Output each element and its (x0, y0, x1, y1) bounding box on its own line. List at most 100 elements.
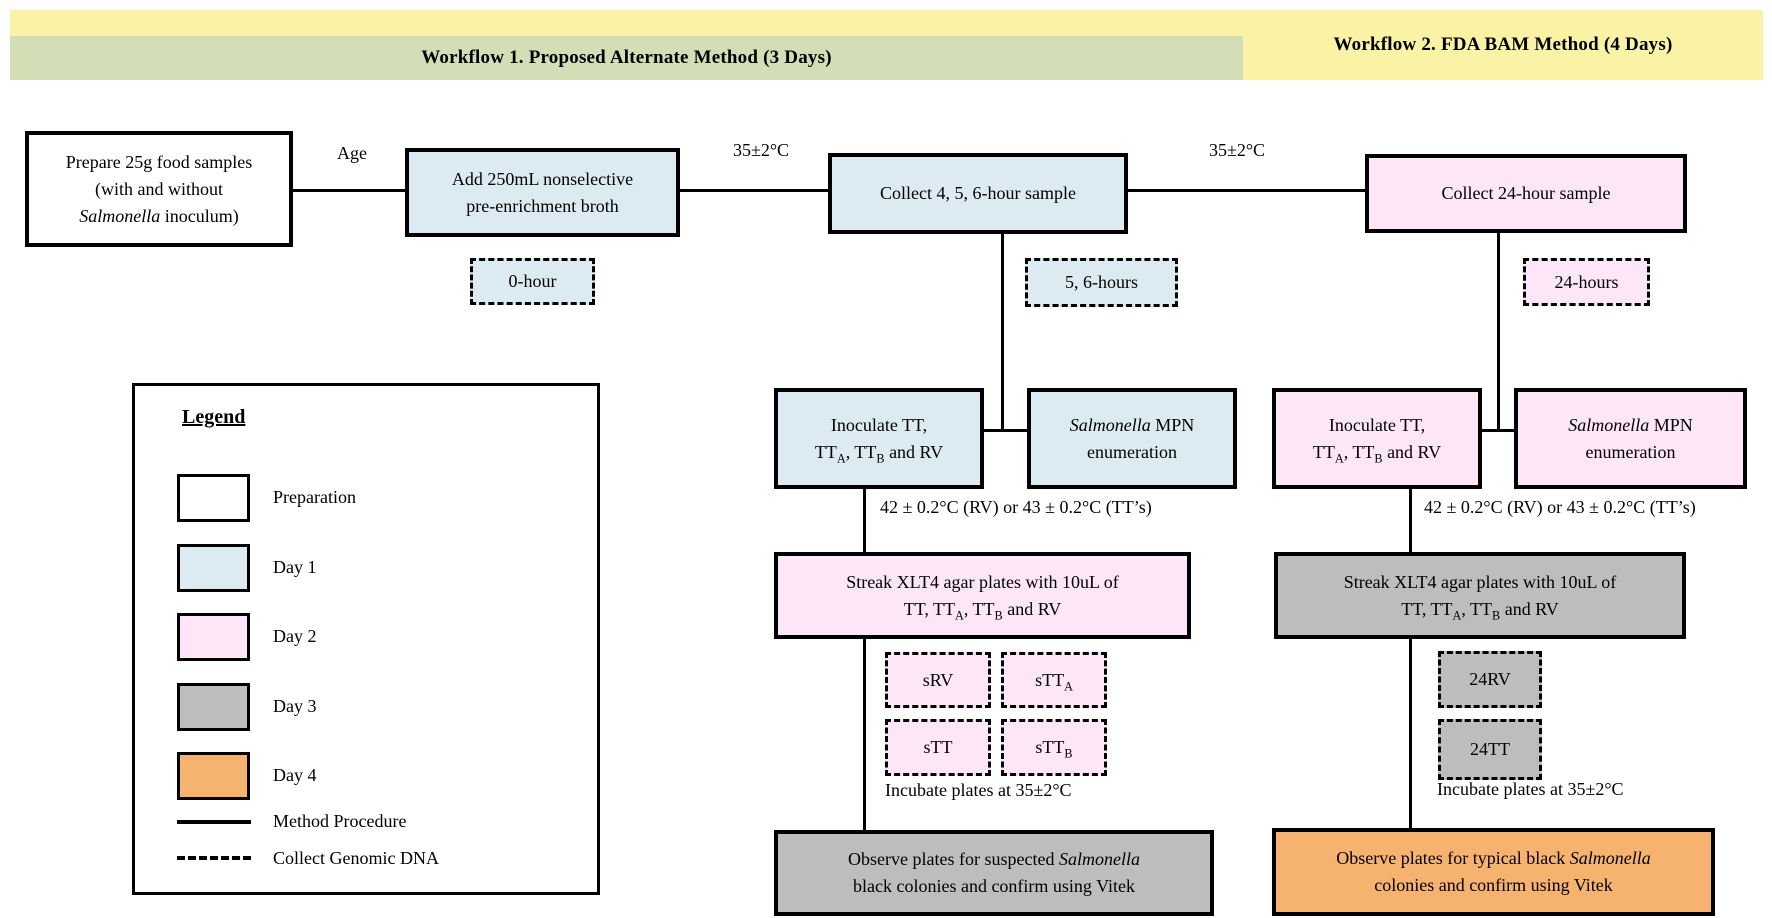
temp-42-label-wf2: 42 ± 0.2°C (RV) or 43 ± 0.2°C (TT’s) (1424, 497, 1696, 517)
workflow1-header-band: Workflow 1. Proposed Alternate Method (3… (10, 36, 1243, 80)
text-segment: Salmonella (1069, 414, 1151, 435)
text-line: pre-enrichment broth (466, 195, 619, 216)
text-segment: Observe plates for suspected (848, 849, 1059, 869)
flow-box-mpn-wf2: Salmonella MPN enumeration (1514, 388, 1747, 489)
text-line: sTTA (1035, 669, 1073, 693)
legend-swatch-day1 (177, 544, 250, 592)
text-segment: , TT (1343, 441, 1375, 462)
text-line: Add 250mL nonselective (451, 168, 634, 189)
dna-plate-box-24tt: 24TT (1438, 719, 1542, 780)
text-line: sTT (923, 737, 953, 757)
dna-plate-box-stta: sTTA (1001, 652, 1107, 708)
text-line: TTA, TTB and RV (815, 439, 943, 466)
text-line: 24TT (1470, 739, 1510, 759)
text-line: Collect 24-hour sample (1441, 183, 1611, 203)
connector-inoculate1-observe1 (863, 487, 866, 833)
text-segment: , TT (963, 598, 995, 619)
temp-35-label-left: 35±2°C (732, 140, 790, 160)
text-line: Streak XLT4 agar plates with 10uL of (846, 571, 1119, 592)
text-segment: MPN (1649, 414, 1693, 435)
legend-label-day2: Day 2 (273, 626, 317, 646)
text-line: Inoculate TT, (830, 414, 928, 435)
text-line: Salmonella MPN (1070, 412, 1195, 439)
text-segment: and RV (1500, 598, 1559, 619)
dna-plate-box-srv: sRV (885, 652, 991, 708)
text-line: enumeration (1585, 441, 1676, 462)
text-segment: , TT (845, 441, 877, 462)
flow-box-collect-456-hour: Collect 4, 5, 6-hour sample (828, 153, 1128, 234)
connector-tee-wf1 (984, 429, 1030, 432)
subscript: A (836, 451, 846, 466)
text-line: enumeration (1087, 441, 1177, 462)
connector-broth-collect456 (680, 189, 828, 192)
flow-box-inoculate-wf1: Inoculate TT, TTA, TTB and RV (774, 388, 984, 489)
temp-42-label-wf1: 42 ± 0.2°C (RV) or 43 ± 0.2°C (TT’s) (880, 497, 1152, 517)
text-segment: and RV (1002, 598, 1062, 619)
text-line: 0-hour (508, 271, 557, 291)
incubate-label-wf2: Incubate plates at 35±2°C (1437, 779, 1624, 799)
flow-box-streak-wf1: Streak XLT4 agar plates with 10uL of TT,… (774, 552, 1191, 639)
text-line: Inoculate TT, (1328, 414, 1426, 435)
dna-plate-box-stt: sTT (885, 719, 991, 776)
legend-swatch-day3 (177, 683, 250, 731)
text-segment: and RV (884, 441, 944, 462)
flow-box-add-broth: Add 250mL nonselective pre-enrichment br… (405, 148, 680, 237)
text-line: Observe plates for suspected Salmonella (848, 846, 1140, 873)
text-line: Observe plates for typical black Salmone… (1336, 845, 1650, 872)
legend-label-day4: Day 4 (273, 765, 317, 785)
text-line: TT, TTA, TTB and RV (904, 596, 1062, 623)
connector-inoculate2-observe2 (1409, 487, 1412, 831)
subscript: A (1334, 451, 1344, 466)
subscript: B (994, 608, 1003, 623)
legend-genomic-dna-line (177, 856, 251, 860)
subscript: B (1064, 746, 1073, 761)
subscript: B (1492, 608, 1501, 623)
legend-label-genomic-dna: Collect Genomic DNA (273, 848, 439, 868)
dna-sample-box-24-hours: 24-hours (1523, 258, 1650, 306)
text-line: sTTB (1035, 737, 1073, 761)
text-line: sRV (922, 669, 954, 690)
workflow1-title: Workflow 1. Proposed Alternate Method (3… (421, 47, 832, 68)
legend-swatch-preparation (177, 474, 250, 522)
text-segment: Salmonella (1568, 414, 1650, 435)
workflow2-header-band: Workflow 2. FDA BAM Method (4 Days) (1243, 10, 1763, 80)
age-label: Age (337, 143, 367, 163)
temp-35-label-right: 35±2°C (1208, 140, 1266, 160)
dna-sample-box-56-hours: 5, 6-hours (1025, 258, 1178, 307)
text-segment: Salmonella (79, 205, 161, 226)
text-segment: Salmonella (1569, 848, 1651, 868)
dna-plate-box-sttb: sTTB (1001, 719, 1107, 776)
text-segment: Salmonella (1058, 849, 1140, 869)
legend-swatch-day4 (177, 752, 250, 800)
text-line: TTA, TTB and RV (1313, 439, 1441, 466)
flow-box-observe-wf1: Observe plates for suspected Salmonella … (774, 830, 1214, 916)
subscript: B (876, 451, 885, 466)
subscript: B (1374, 451, 1383, 466)
text-line: Streak XLT4 agar plates with 10uL of (1343, 571, 1617, 592)
text-line: 24RV (1469, 669, 1511, 689)
text-segment: TT (814, 441, 837, 462)
text-segment: , TT (1461, 598, 1493, 619)
text-line: Salmonella MPN (1568, 412, 1693, 439)
flow-box-observe-wf2: Observe plates for typical black Salmone… (1272, 828, 1715, 916)
flow-box-inoculate-wf2: Inoculate TT, TTA, TTB and RV (1272, 388, 1482, 489)
dna-sample-box-0-hour: 0-hour (470, 258, 595, 305)
legend-label-day1: Day 1 (273, 557, 317, 577)
text-line: 5, 6-hours (1065, 272, 1138, 292)
text-line: black colonies and confirm using Vitek (852, 876, 1136, 896)
text-line: colonies and confirm using Vitek (1374, 875, 1613, 895)
text-segment: sTT (1035, 669, 1065, 690)
text-segment: MPN (1150, 414, 1195, 435)
text-segment: and RV (1382, 441, 1442, 462)
subscript: A (955, 608, 964, 623)
text-line: Prepare 25g food samples (65, 151, 253, 172)
workflow2-title: Workflow 2. FDA BAM Method (4 Days) (1333, 34, 1673, 55)
legend-label-day3: Day 3 (273, 696, 317, 716)
legend-label-preparation: Preparation (273, 487, 356, 507)
text-segment: sTT (1035, 737, 1065, 757)
text-segment: TT (1312, 441, 1335, 462)
text-segment: inoculum) (160, 205, 239, 226)
text-line: TT, TTA, TTB and RV (1401, 596, 1559, 623)
text-line: 24-hours (1554, 271, 1619, 292)
